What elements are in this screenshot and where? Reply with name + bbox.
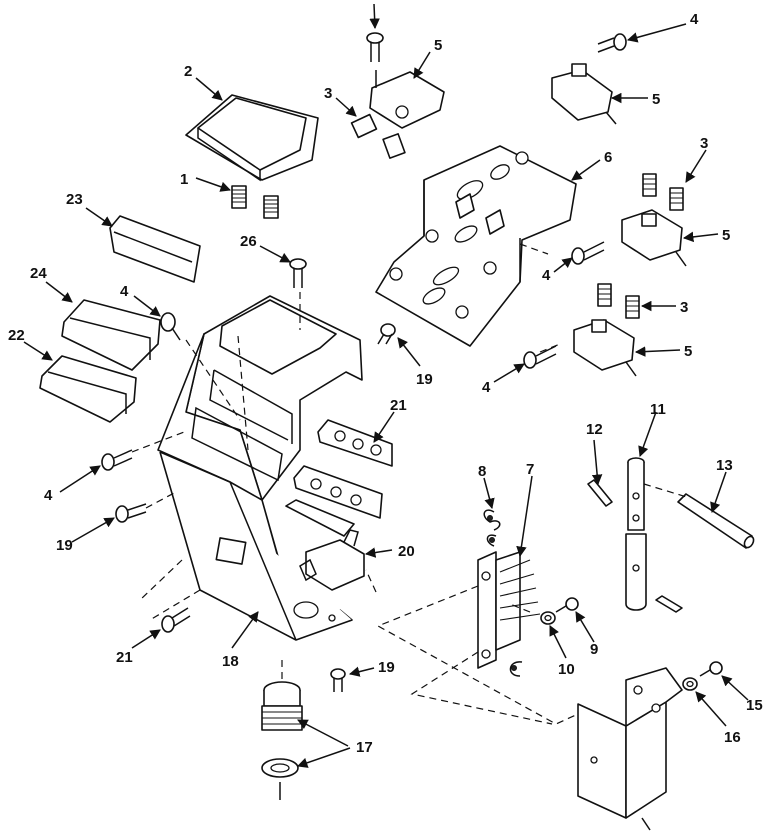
- part-25-lens: [109, 215, 201, 283]
- part-15-screw: [699, 661, 723, 677]
- shaft-alignment-line: [643, 483, 691, 499]
- part-24-lens: [61, 299, 161, 371]
- switch-5-right-low: [573, 319, 637, 377]
- callout-4-a: 4: [690, 11, 699, 28]
- part-8-clips: [483, 509, 501, 547]
- callout-labels: 2 1 3 5 4 5 6 3 5 4 3 5 4 23 26 24 4 22 …: [8, 11, 763, 756]
- callout-19-a: 19: [416, 371, 433, 388]
- callout-4-c: 4: [482, 379, 491, 396]
- callout-13: 13: [716, 457, 733, 474]
- screw-4-mid-right: [571, 241, 605, 265]
- callout-2: 2: [184, 63, 192, 80]
- callout-25: 23: [66, 191, 83, 208]
- part-12-pin: [587, 479, 613, 507]
- part-7-terminal-block: [477, 551, 541, 669]
- spring-1a: [231, 185, 247, 209]
- callout-10: 10: [558, 661, 575, 678]
- spring-3f: [625, 295, 640, 319]
- part-9-screw: [555, 597, 579, 613]
- part-22-plate: [317, 419, 393, 467]
- part-26-screw: [289, 258, 307, 288]
- screw-4-left-upper: [160, 312, 181, 341]
- callout-5-c: 5: [722, 227, 730, 244]
- callout-4-b: 4: [542, 267, 551, 284]
- clip-bottom: [509, 661, 523, 677]
- callout-16: 16: [724, 729, 741, 746]
- callout-15: 15: [746, 697, 763, 714]
- pin-lower: [655, 595, 683, 613]
- part-14-bracket: [577, 667, 683, 819]
- part-2-cover: [185, 94, 319, 182]
- callout-7: 7: [526, 461, 534, 478]
- spring-3e: [597, 283, 612, 307]
- switch-5-right-mid: [621, 209, 687, 267]
- callout-24: 24: [30, 265, 47, 282]
- part-23-lens: [39, 355, 137, 423]
- bracket-plate-small: [285, 499, 355, 537]
- callout-5-b: 5: [652, 91, 660, 108]
- callout-23: 22: [8, 327, 25, 344]
- part-20-toggle-switch: [299, 529, 365, 591]
- lower-plate: [293, 465, 383, 519]
- part-19-screw-upper: [377, 323, 396, 345]
- part-11-shaft: [625, 457, 647, 611]
- callout-3-b: 3: [700, 135, 708, 152]
- assembly-lines: [131, 243, 579, 725]
- callout-5-d: 5: [684, 343, 692, 360]
- springs: [231, 113, 684, 319]
- part-19-screw-bottom: [330, 668, 346, 692]
- callout-22: 21: [390, 397, 407, 414]
- part-18-housing: [157, 295, 363, 641]
- spring-3d: [669, 187, 684, 211]
- spring-3a: [350, 113, 378, 139]
- callout-3-a: 3: [324, 85, 332, 102]
- callout-21: 21: [116, 649, 133, 666]
- callout-4-d: 4: [120, 283, 129, 300]
- part-17-connector: [261, 660, 303, 800]
- leader-arrows: [23, 3, 749, 831]
- callout-6: 6: [604, 149, 612, 166]
- callout-18: 18: [222, 653, 239, 670]
- callout-20: 20: [398, 543, 415, 560]
- screw-4-low-right: [523, 345, 557, 369]
- part-6-bracket-plate: [375, 145, 577, 347]
- spring-3b: [382, 133, 406, 159]
- callout-4-e: 4: [44, 487, 53, 504]
- callout-3-c: 3: [680, 299, 688, 316]
- callout-9: 9: [590, 641, 598, 658]
- callout-26: 26: [240, 233, 257, 250]
- callout-12: 12: [586, 421, 603, 438]
- switch-5-right-top: [551, 63, 617, 125]
- screw-top: [366, 32, 384, 62]
- switch-5-top: [369, 70, 445, 129]
- callout-8: 8: [478, 463, 486, 480]
- screw-4-left-lower: [101, 449, 133, 471]
- spring-1b: [263, 195, 279, 219]
- callout-19-b: 19: [56, 537, 73, 554]
- part-19-screw-left: [115, 503, 147, 523]
- callout-5-a: 5: [434, 37, 442, 54]
- part-16-washer: [682, 677, 698, 691]
- part-10-washer: [540, 611, 556, 625]
- callout-19-c: 19: [378, 659, 395, 676]
- part-21-screw: [161, 607, 191, 633]
- callout-1: 1: [180, 171, 188, 188]
- part-13-rod: [677, 493, 755, 549]
- screw-4-top-right: [597, 33, 627, 53]
- callout-11: 11: [650, 401, 666, 418]
- spring-3c: [642, 173, 657, 197]
- callout-17: 17: [356, 739, 373, 756]
